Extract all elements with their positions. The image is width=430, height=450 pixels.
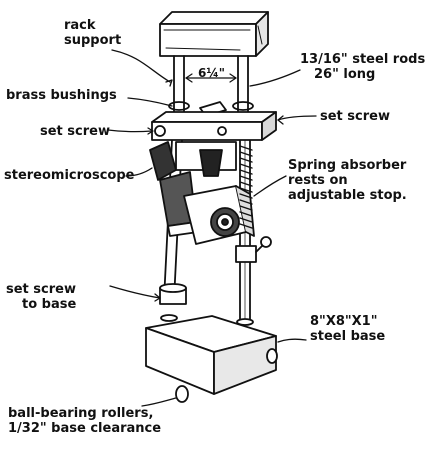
label-steel-rods-line1: 13/16" steel rods [300, 52, 426, 67]
label-rollers-line1: ball-bearing rollers, [8, 406, 154, 421]
label-rack-support: rack support [64, 18, 121, 48]
label-rollers-line2: 1/32" base clearance [8, 421, 162, 436]
label-steel-rods: 13/16" steel rods 26" long [300, 52, 425, 82]
label-spring-line3: adjustable stop. [288, 188, 407, 203]
label-set-screw-base-line2: to base [22, 297, 77, 312]
label-set-screw-base-line1: set screw [6, 282, 76, 297]
steel-base-drawing [145, 314, 277, 395]
label-steel-rods-line2: 26" long [314, 67, 376, 82]
label-rack-support-line2: support [64, 33, 122, 48]
label-spring-line1: Spring absorber [288, 158, 407, 173]
label-stereomicroscope: stereomicroscope [4, 168, 135, 183]
label-brass-bushings: brass bushings [6, 88, 117, 103]
stereomicroscope-drawing [149, 141, 255, 245]
leader-lines [107, 49, 317, 407]
label-set-screw-base: set screw to base [6, 282, 76, 312]
label-set-screw-right: set screw [320, 109, 390, 124]
label-rack-support-line1: rack [64, 18, 96, 33]
base-clamp [159, 283, 187, 305]
label-set-screw-left: set screw [40, 124, 110, 139]
spring-absorber [239, 145, 253, 229]
rack-support-block [159, 11, 269, 57]
carriage-block [151, 111, 277, 141]
label-steel-base: 8"X8"X1" steel base [310, 314, 385, 344]
label-dimension: 6¼" [198, 66, 226, 80]
label-spring-absorber: Spring absorber rests on adjustable stop… [288, 158, 407, 203]
adjustable-stop [235, 236, 272, 263]
ball-bearing-rollers [175, 348, 278, 403]
label-steel-base-line1: 8"X8"X1" [310, 314, 378, 329]
dimension-line [185, 73, 237, 83]
label-steel-base-line2: steel base [310, 329, 386, 344]
label-rollers: ball-bearing rollers, 1/32" base clearan… [8, 406, 161, 436]
label-spring-line2: rests on [288, 173, 348, 188]
